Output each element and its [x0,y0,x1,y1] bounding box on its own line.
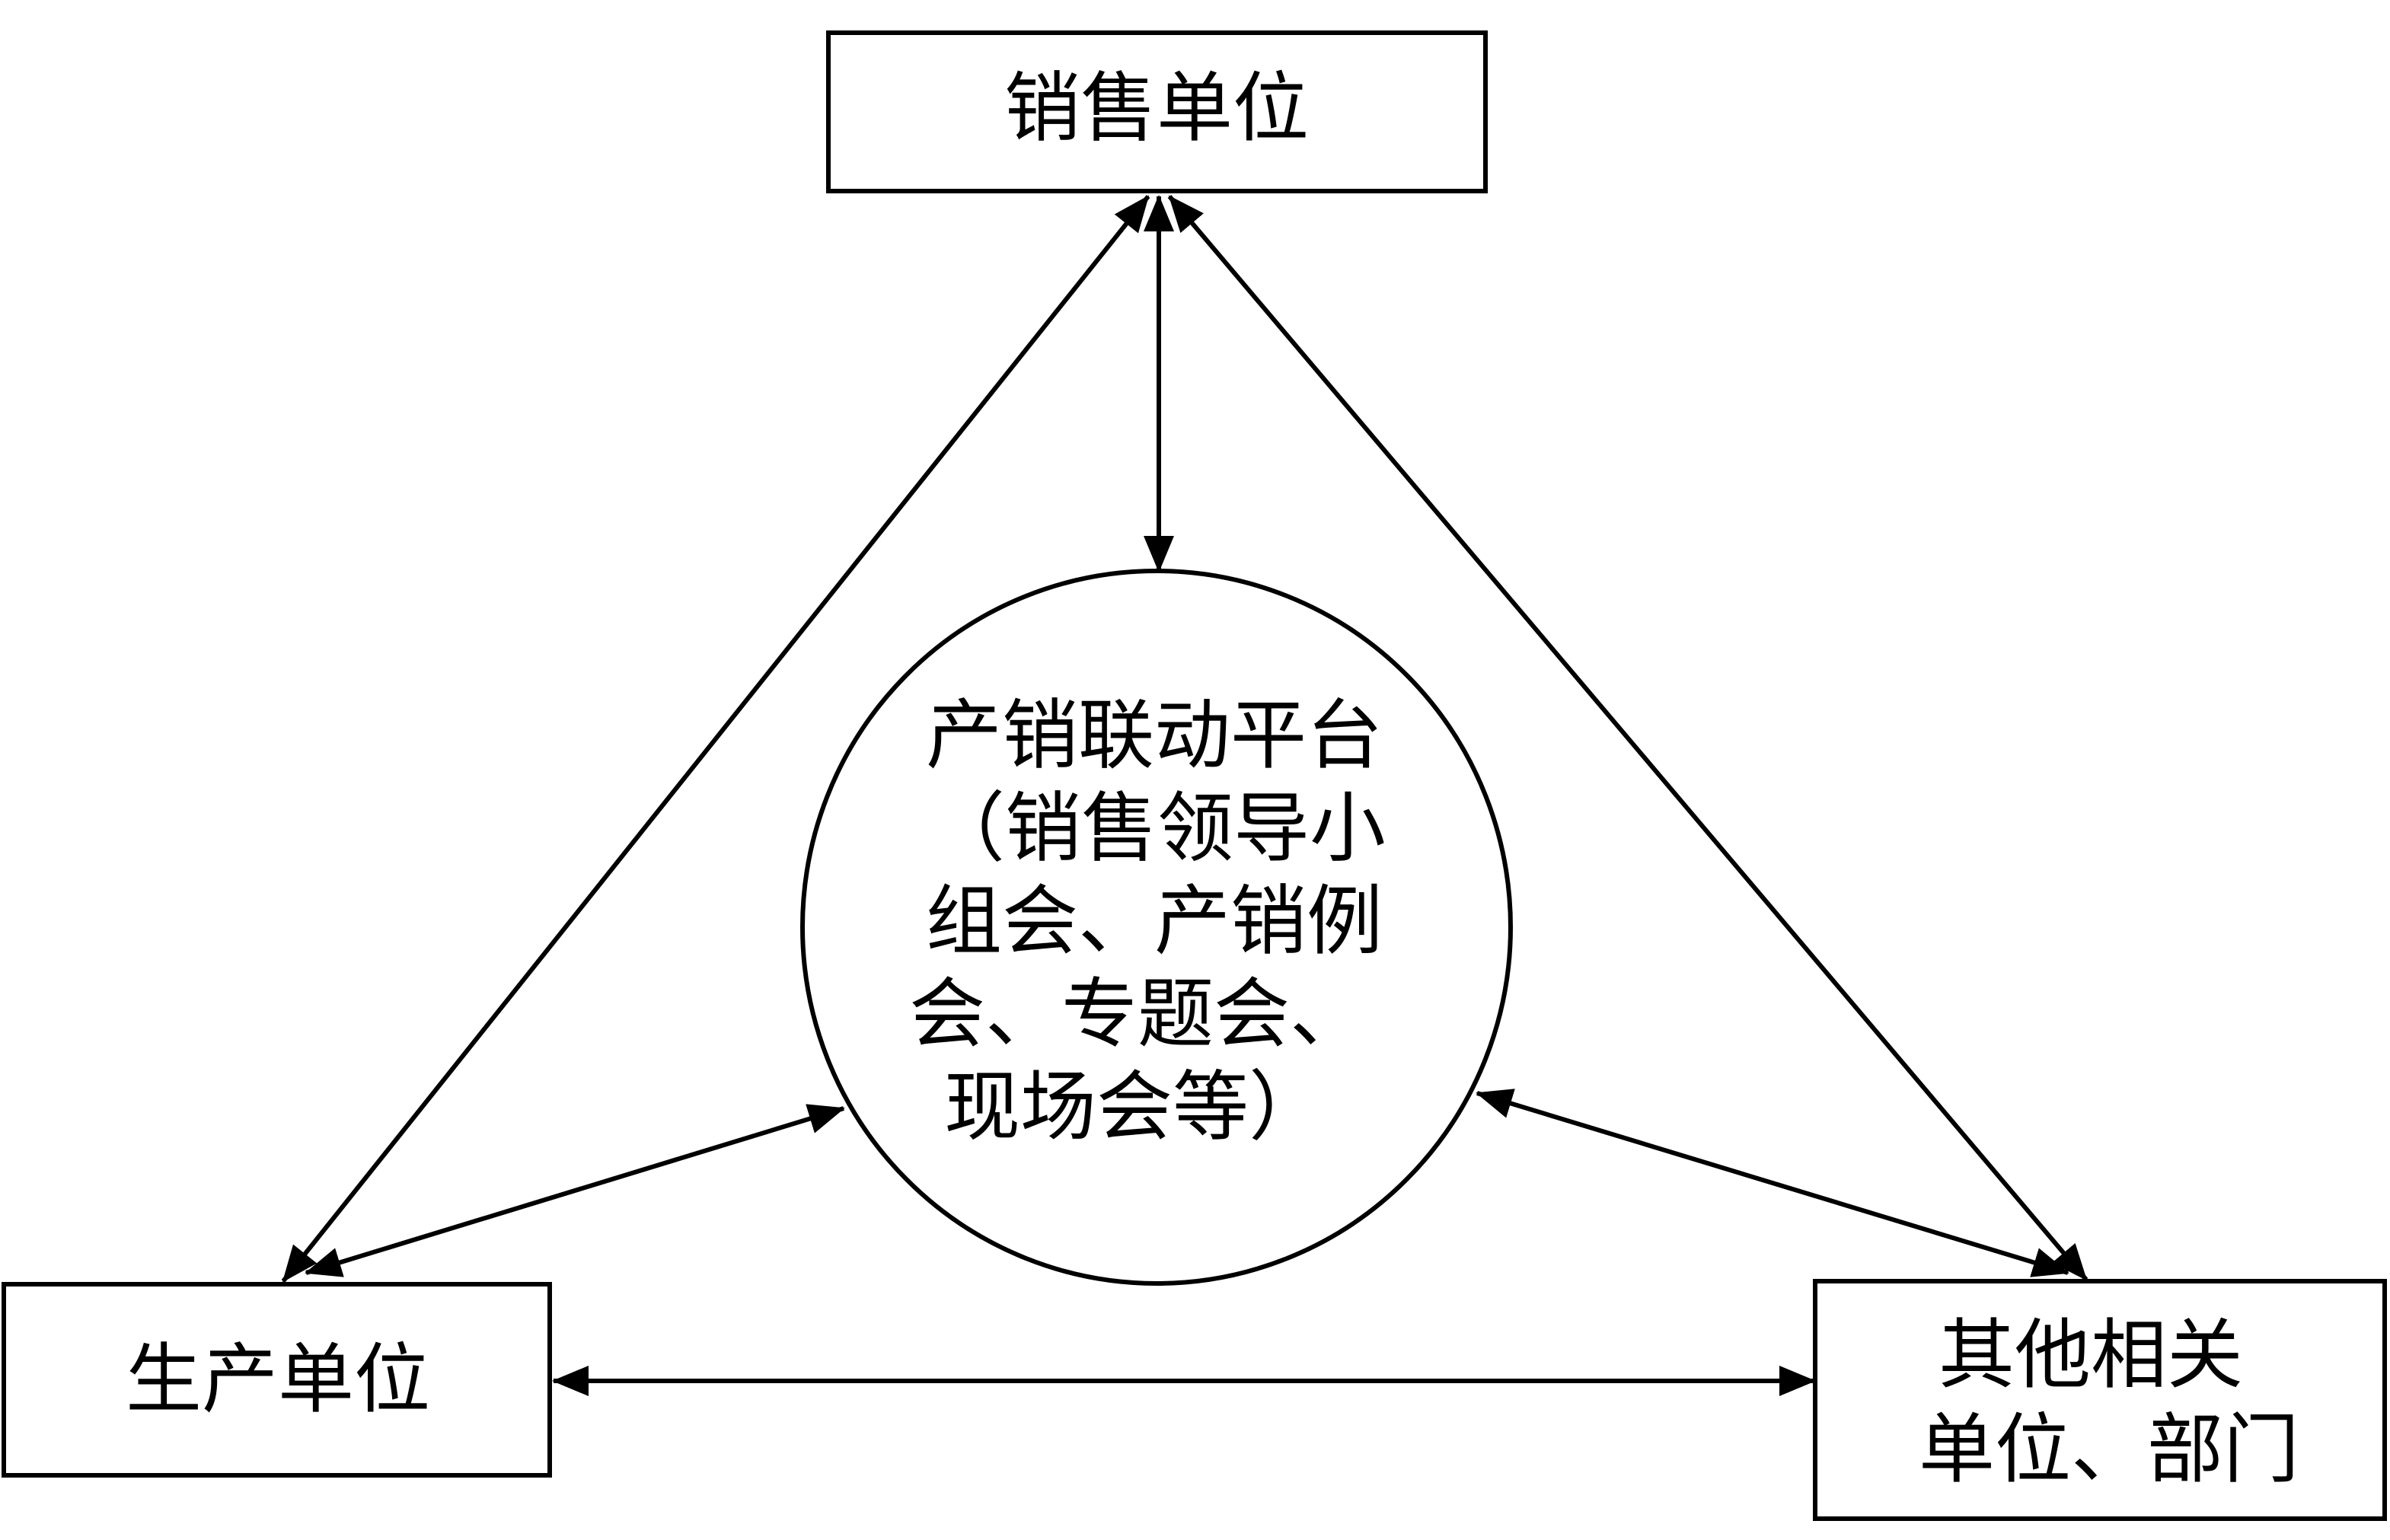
edge-other-platform [1476,1089,2069,1277]
edge-sales-production [281,195,1150,1283]
other-units-box [1813,1279,2387,1521]
production-unit-box [2,1282,552,1478]
platform-circle [800,569,1513,1286]
production-unit-label: 生产单位 [126,1335,430,1424]
other-units-label-line-1: 其他相关 [1938,1311,2243,1400]
sales-unit-box [826,30,1488,193]
platform-label-line-5: 现场会等） [944,1063,1325,1152]
edge-production-platform [305,1104,845,1277]
platform-label-line-1: 产销联动平台 [926,691,1383,780]
sales-unit-label: 销售单位 [1004,64,1309,153]
platform-node: 产销联动平台 （销售领导小 组会、产销例 会、专题会、 现场会等） [800,569,1513,1286]
platform-label-line-3: 组会、产销例 [926,877,1383,966]
platform-label-line-2: （销售领导小 [929,784,1386,873]
production-unit-node: 生产单位 [2,1282,552,1478]
other-units-node: 其他相关 单位、部门 [1813,1279,2387,1521]
other-units-label-line-2: 单位、部门 [1919,1405,2299,1494]
sales-unit-node: 销售单位 [826,30,1488,193]
platform-label-line-4: 会、专题会、 [909,970,1366,1059]
connectors [281,195,2088,1396]
